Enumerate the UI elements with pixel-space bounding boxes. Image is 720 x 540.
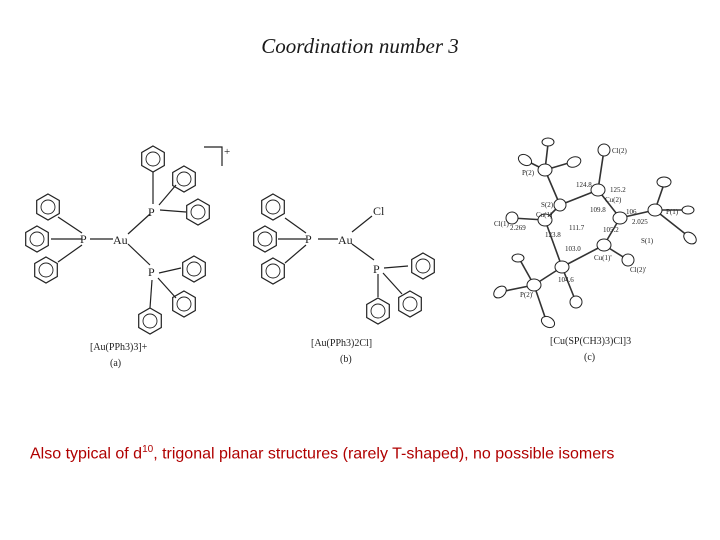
c-value-label: 124.8	[576, 181, 592, 189]
c-atom-label: Cu(1)'	[594, 254, 612, 262]
c-atom-label: S(2)	[541, 201, 554, 209]
b-atom-p-bottom: P	[373, 262, 380, 276]
caption-superscript: 10	[142, 444, 154, 455]
c-atom-label: P(2)	[522, 169, 535, 177]
b-formula: [Au(PPh3)2Cl]	[311, 338, 372, 349]
a-charge: +	[224, 146, 230, 158]
structure-a: Au P P P + [Au(PPh3)3]+ (a)	[25, 145, 230, 369]
b-panel-label: (b)	[340, 354, 352, 365]
a-atom-p-bottom: P	[148, 265, 155, 279]
c-value-label: 2.269	[510, 224, 526, 232]
c-atom-label: Cl(2)'	[630, 266, 646, 274]
c-value-label: 125.2	[610, 186, 626, 194]
b-atom-cl: Cl	[373, 204, 385, 218]
c-atom-label: Cl(2)	[612, 147, 627, 155]
a-atom-au: Au	[113, 233, 128, 247]
c-value-label: 111.7	[569, 224, 585, 232]
b-atom-p-left: P	[305, 232, 312, 246]
slide-caption: Also typical of d10, trigonal planar str…	[30, 444, 710, 463]
c-atom-label: Cu(2)	[605, 196, 622, 204]
structure-b: Au P P Cl [Au(PPh3)2Cl] (b)	[253, 193, 435, 365]
c-value-label: 2.025	[632, 218, 648, 226]
c-atom-label: Cl(1)	[494, 220, 509, 228]
c-value-label: 105.2	[603, 226, 619, 234]
c-value-label: 106	[626, 208, 637, 216]
c-atom-label: S(1)	[641, 237, 654, 245]
c-value-label: 104.6	[558, 276, 574, 284]
a-panel-label: (a)	[110, 358, 121, 369]
c-atom-label: P(2)'	[520, 291, 533, 299]
c-atom-label: Cu(1)	[536, 211, 553, 219]
c-panel-label: (c)	[584, 352, 595, 363]
structures-figure: Au P P P + [Au(PPh3)3]+ (a) Au P P	[25, 137, 697, 369]
c-formula: [Cu(SP(CH3)3)Cl]3	[550, 336, 631, 347]
b-atom-au: Au	[338, 233, 353, 247]
a-atom-p-top: P	[148, 205, 155, 219]
caption-text-end: , trigonal planar structures (rarely T-s…	[153, 445, 615, 463]
structure-c: Cl(2) P(2) S(2) Cu(2) Cu(1) Cl(1) P(1) S…	[493, 137, 697, 363]
c-atom-label: P(1)	[666, 208, 679, 216]
caption-text-start: Also typical of d	[30, 445, 143, 463]
a-formula: [Au(PPh3)3]+	[90, 342, 148, 353]
a-atom-p-left: P	[80, 232, 87, 246]
c-value-label: 123.8	[545, 231, 561, 239]
slide-title: Coordination number 3	[261, 34, 459, 58]
c-value-label: 103.0	[565, 245, 581, 253]
c-value-label: 109.8	[590, 206, 606, 214]
